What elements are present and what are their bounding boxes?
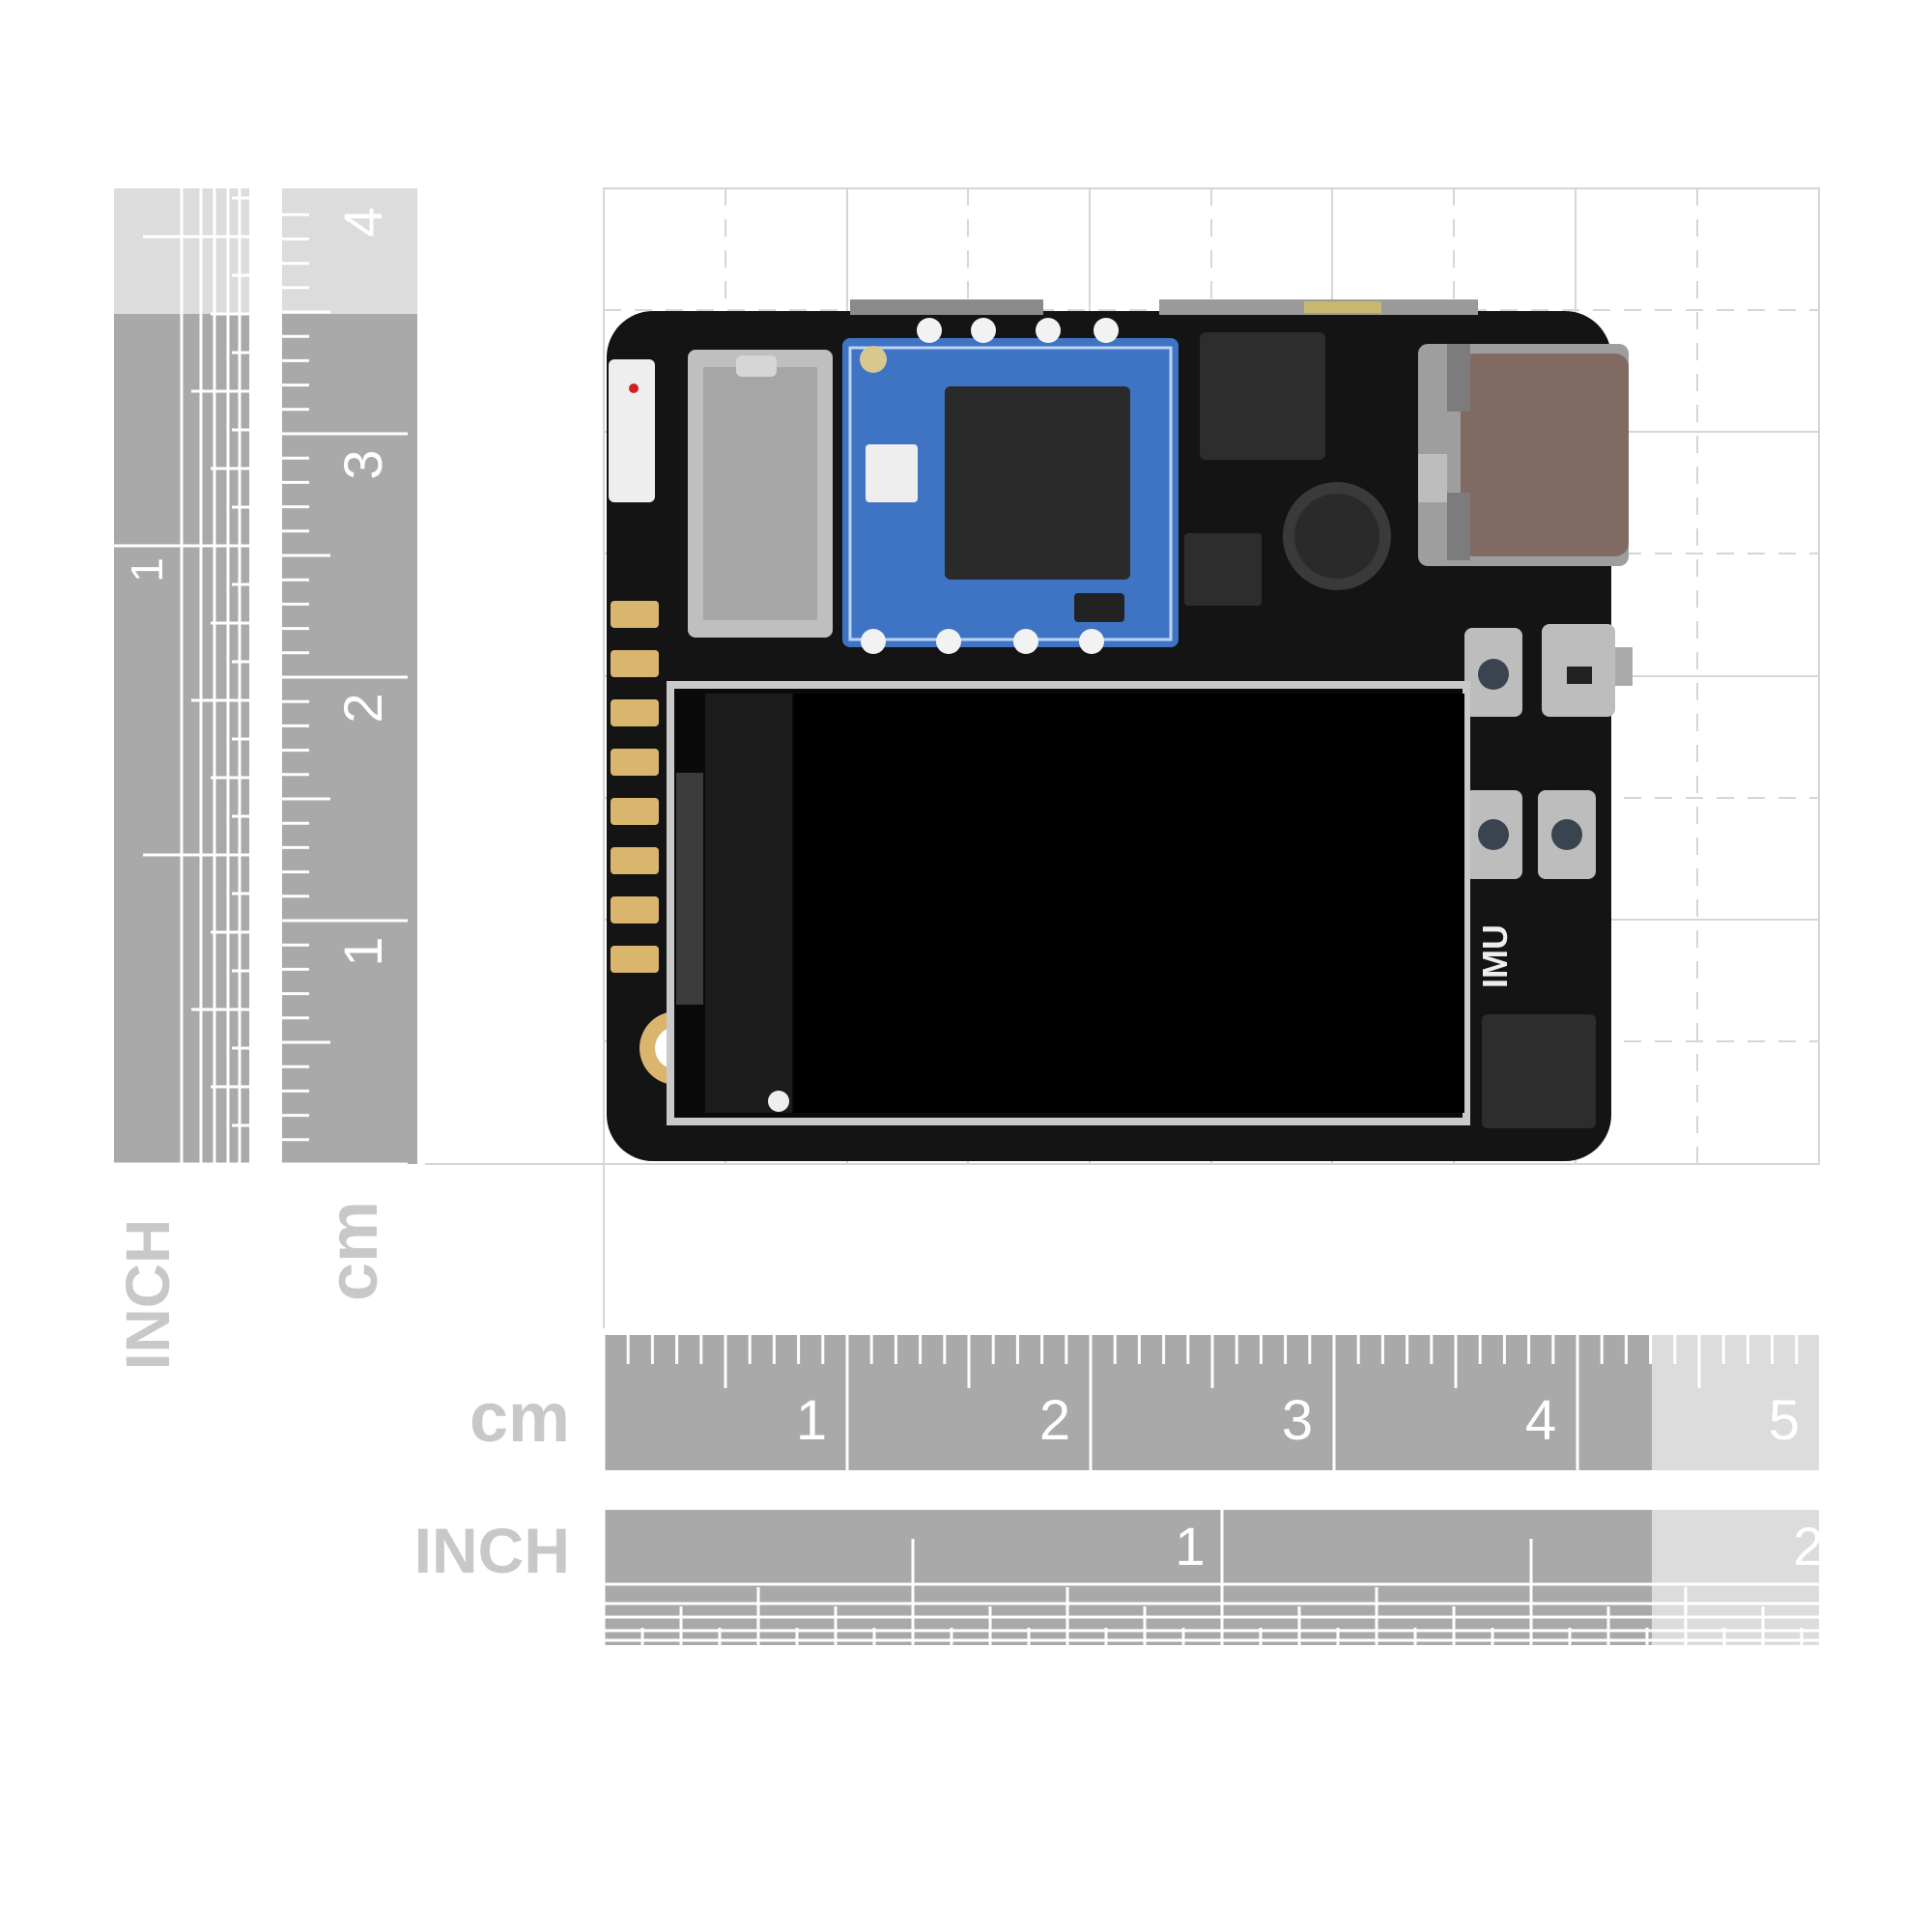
crystal: [866, 444, 918, 502]
horizontal-cm-number-3: 3: [1282, 1389, 1313, 1452]
horizontal-cm-number-1: 1: [796, 1389, 827, 1452]
edge-pad: [611, 946, 659, 973]
edge-pads: [611, 601, 659, 973]
edge-pad: [611, 749, 659, 776]
flex-cable: [676, 773, 703, 1005]
edge-pad: [611, 650, 659, 677]
vertical-inch-ruler: 1 INCH: [113, 188, 249, 1370]
button-bottom-right: [1538, 790, 1596, 879]
qfn-chip-top: [1200, 332, 1325, 460]
vertical-cm-ruler: 1 2 3 4 cm: [282, 188, 417, 1301]
edge-pad: [611, 601, 659, 628]
tactile-buttons: [1464, 624, 1633, 879]
antenna-chip: [609, 359, 655, 502]
vertical-cm-number-4: 4: [332, 207, 393, 237]
vertical-cm-number-1: 1: [332, 936, 393, 966]
pcb-board: IMU: [607, 299, 1633, 1161]
slide-switch: [1542, 624, 1633, 717]
horizontal-inch-number-2: 2: [1793, 1516, 1823, 1577]
edge-pad: [611, 798, 659, 825]
wifi-module: [842, 318, 1179, 654]
vertical-inch-unit-label: INCH: [113, 1219, 183, 1370]
microsd-slot: [688, 350, 833, 638]
microphone: [1283, 482, 1391, 590]
lcd-screen: [794, 694, 1464, 1113]
edge-pad: [611, 896, 659, 923]
small-ic: [1184, 533, 1262, 606]
imu-silkscreen: IMU: [1475, 924, 1515, 988]
edge-pad: [611, 699, 659, 726]
usb-c-connector: [1418, 344, 1629, 566]
horizontal-cm-ruler: 1 2 3 4 5 cm: [469, 1335, 1819, 1470]
horizontal-inch-unit-label: INCH: [414, 1515, 570, 1586]
horizontal-inch-ruler: 1 2 INCH: [414, 1510, 1824, 1645]
horizontal-cm-unit-label: cm: [469, 1379, 570, 1457]
vertical-inch-number-1: 1: [122, 557, 172, 582]
vertical-cm-number-3: 3: [332, 449, 393, 479]
imu-chip: [1482, 1014, 1596, 1128]
vertical-cm-number-2: 2: [332, 693, 393, 723]
horizontal-cm-number-4: 4: [1525, 1389, 1556, 1452]
horizontal-cm-number-5: 5: [1769, 1389, 1800, 1452]
button-bottom-left: [1464, 790, 1522, 879]
edge-pad: [611, 847, 659, 874]
button-top-left: [1464, 628, 1522, 717]
horizontal-cm-number-2: 2: [1039, 1389, 1070, 1452]
vertical-cm-unit-label: cm: [315, 1201, 392, 1301]
wifi-soc-chip: [945, 386, 1130, 580]
horizontal-inch-number-1: 1: [1175, 1516, 1205, 1577]
lcd-display: [667, 681, 1470, 1125]
